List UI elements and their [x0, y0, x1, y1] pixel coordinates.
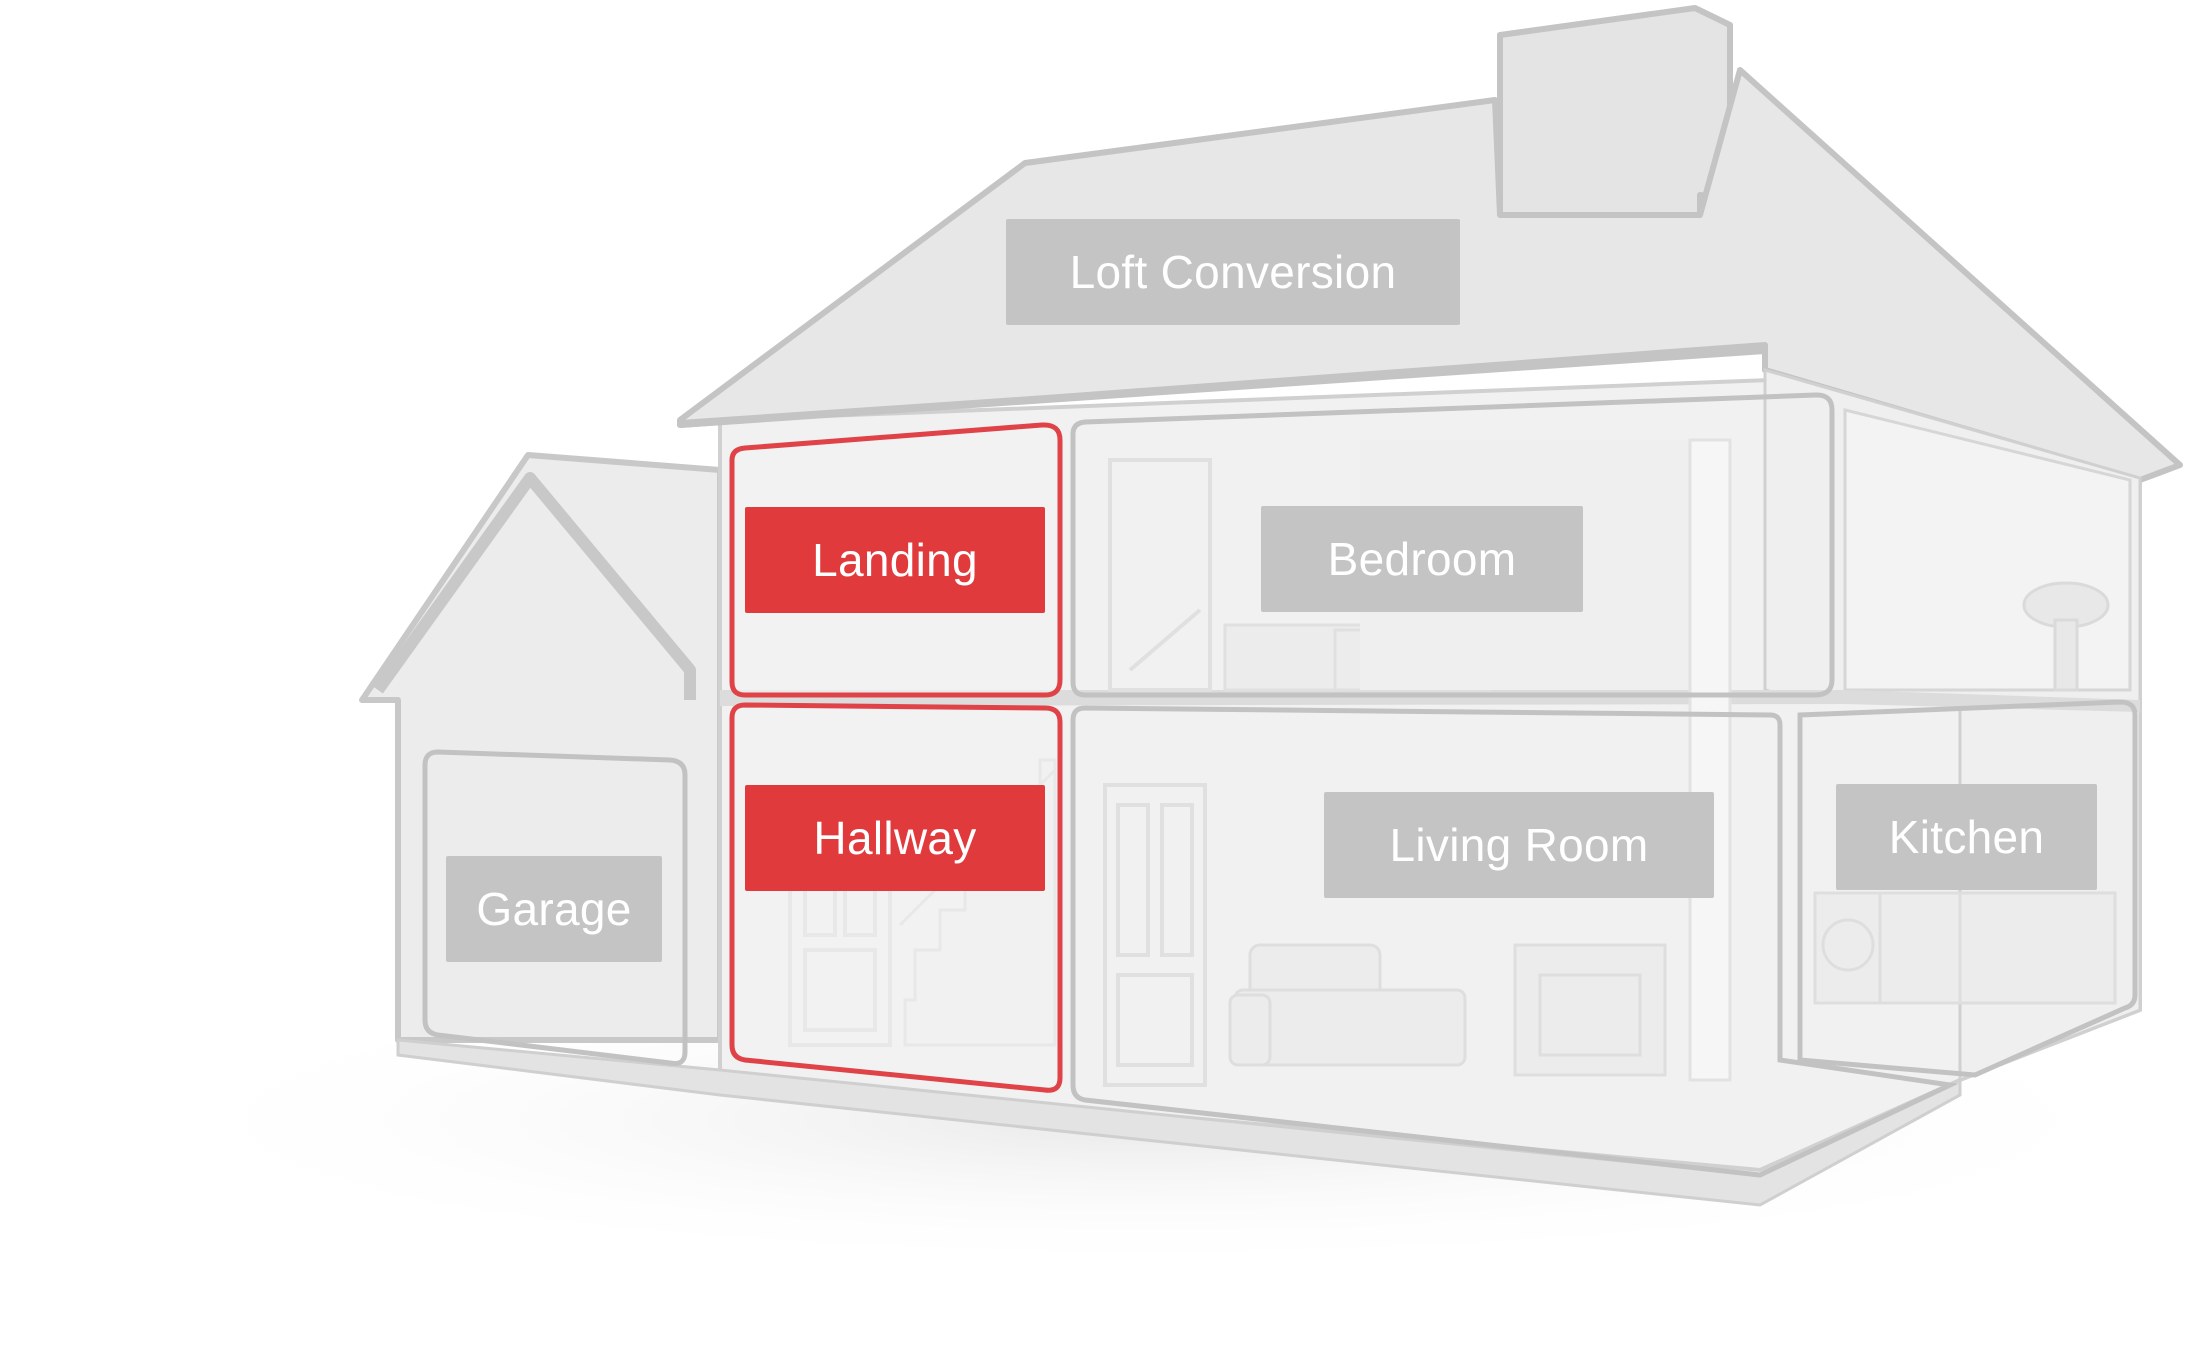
sofa-icon: [1228, 943, 1467, 1067]
chimney-breast: [1688, 438, 1732, 1082]
room-label-loft-conversion[interactable]: Loft Conversion: [1006, 219, 1460, 325]
roof-eave: [679, 346, 1766, 428]
living-room-outline: [1070, 705, 1959, 1178]
bedroom-label: Bedroom: [1327, 533, 1517, 585]
chimney: [1497, 5, 1733, 218]
house-base: [396, 1038, 1962, 1207]
garage-label: Garage: [476, 883, 632, 935]
room-label-garage[interactable]: Garage: [446, 856, 662, 962]
loft-conversion-label: Loft Conversion: [1069, 246, 1397, 298]
room-label-bedroom[interactable]: Bedroom: [1261, 506, 1583, 612]
garage-gable-inner: [373, 472, 696, 700]
hallway-label: Hallway: [813, 812, 977, 864]
fireplace-icon: [1513, 943, 1667, 1077]
bedroom-door: [1108, 458, 1212, 692]
kitchen-label: Kitchen: [1888, 811, 2045, 863]
kitchen-outline: [1797, 699, 2138, 1078]
landing-label: Landing: [812, 534, 978, 586]
room-label-landing[interactable]: Landing: [745, 507, 1045, 613]
kitchen-appliances-icon: [1813, 891, 2117, 1005]
room-label-hallway[interactable]: Hallway: [745, 785, 1045, 891]
room-label-living-room[interactable]: Living Room: [1324, 792, 1714, 898]
sink-icon: [2022, 581, 2110, 692]
living-room-door: [1103, 783, 1207, 1087]
bedroom-outline: [1070, 392, 1835, 698]
garage-outline: [422, 749, 688, 1066]
room-label-kitchen[interactable]: Kitchen: [1836, 784, 2097, 890]
hallway-outline: [729, 702, 1063, 1093]
living-room-label: Living Room: [1389, 819, 1649, 871]
